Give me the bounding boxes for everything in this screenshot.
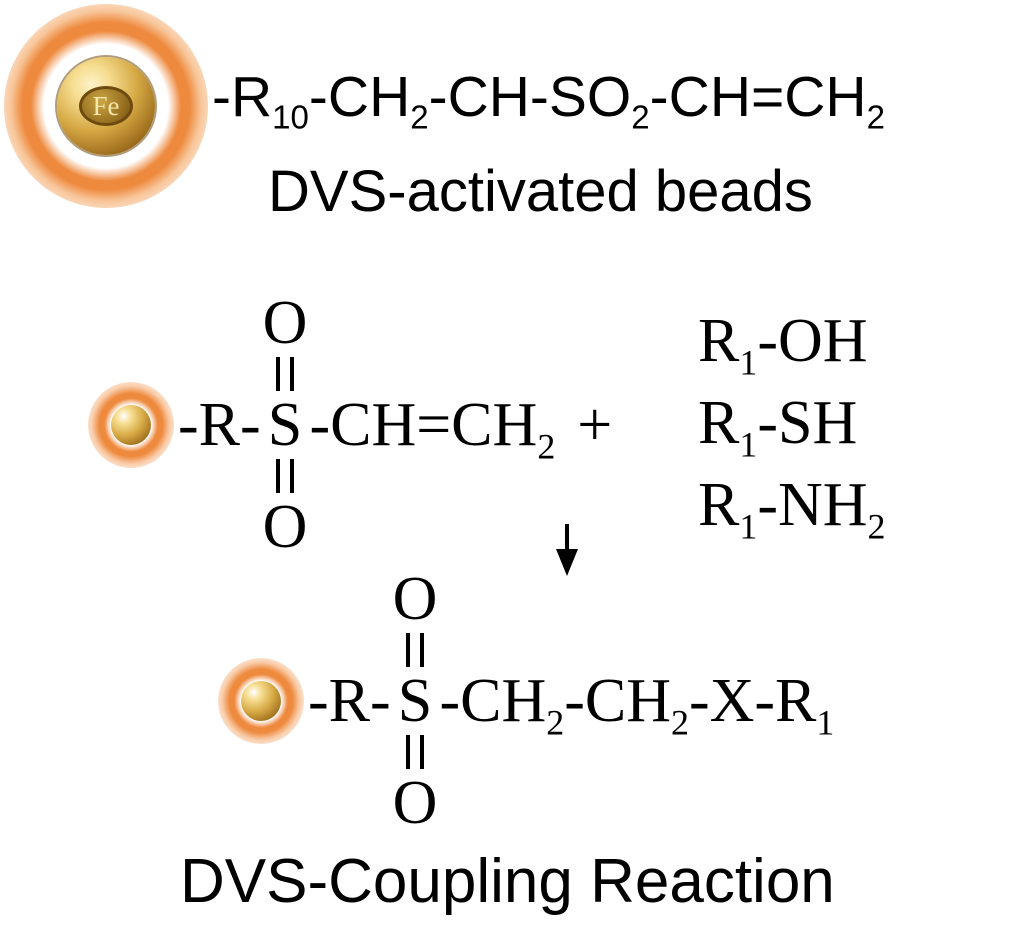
reactant-formula-post: -CH=CH2 [309,391,556,467]
reaction-arrow-icon [556,524,578,576]
reagent-item: R1-SH [698,389,858,465]
bead-icon [88,382,174,468]
sulfonyl-group: O S O [263,292,308,558]
product-formula-post: -CH2-CH2-X-R1 [439,667,835,743]
bead-icon [218,658,304,744]
reagent-item: R1-NH2 [698,471,886,547]
dvs-activated-caption: DVS-activated beads [268,159,813,224]
oxygen-atom-bottom: O [392,769,438,837]
product-group: -R- O S O -CH2-CH2-X-R1 [218,568,834,834]
oxygen-atom-top: O [392,565,438,633]
sulfur-atom: S [397,667,433,735]
reagent-item: R1-OH [698,307,868,383]
fe-bead-core: Fe [57,57,155,155]
product-formula-pre: -R- [308,667,391,735]
double-bond-icon [406,633,425,667]
bead-core [241,681,281,721]
dvs-activated-formula: -R10-CH2-CH-SO2-CH=CH2 [212,65,885,137]
reactant-formula-pre: -R- [178,391,261,459]
oxygen-atom-bottom: O [262,493,308,561]
oxygen-atom-top: O [262,289,308,357]
reactant-group: -R- O S O -CH=CH2 + [88,292,612,558]
bead-core [111,405,151,445]
double-bond-icon [276,357,295,391]
reagent-list: R1-OH R1-SH R1-NH2 [698,300,886,546]
plus-sign: + [577,391,613,459]
dvs-coupling-caption: DVS-Coupling Reaction [180,847,835,916]
double-bond-icon [406,735,425,769]
double-bond-icon [276,459,295,493]
sulfonyl-group: O S O [393,568,438,834]
sulfur-atom: S [267,391,303,459]
fe-label: Fe [79,86,133,126]
fe-bead-icon: Fe [4,4,208,208]
